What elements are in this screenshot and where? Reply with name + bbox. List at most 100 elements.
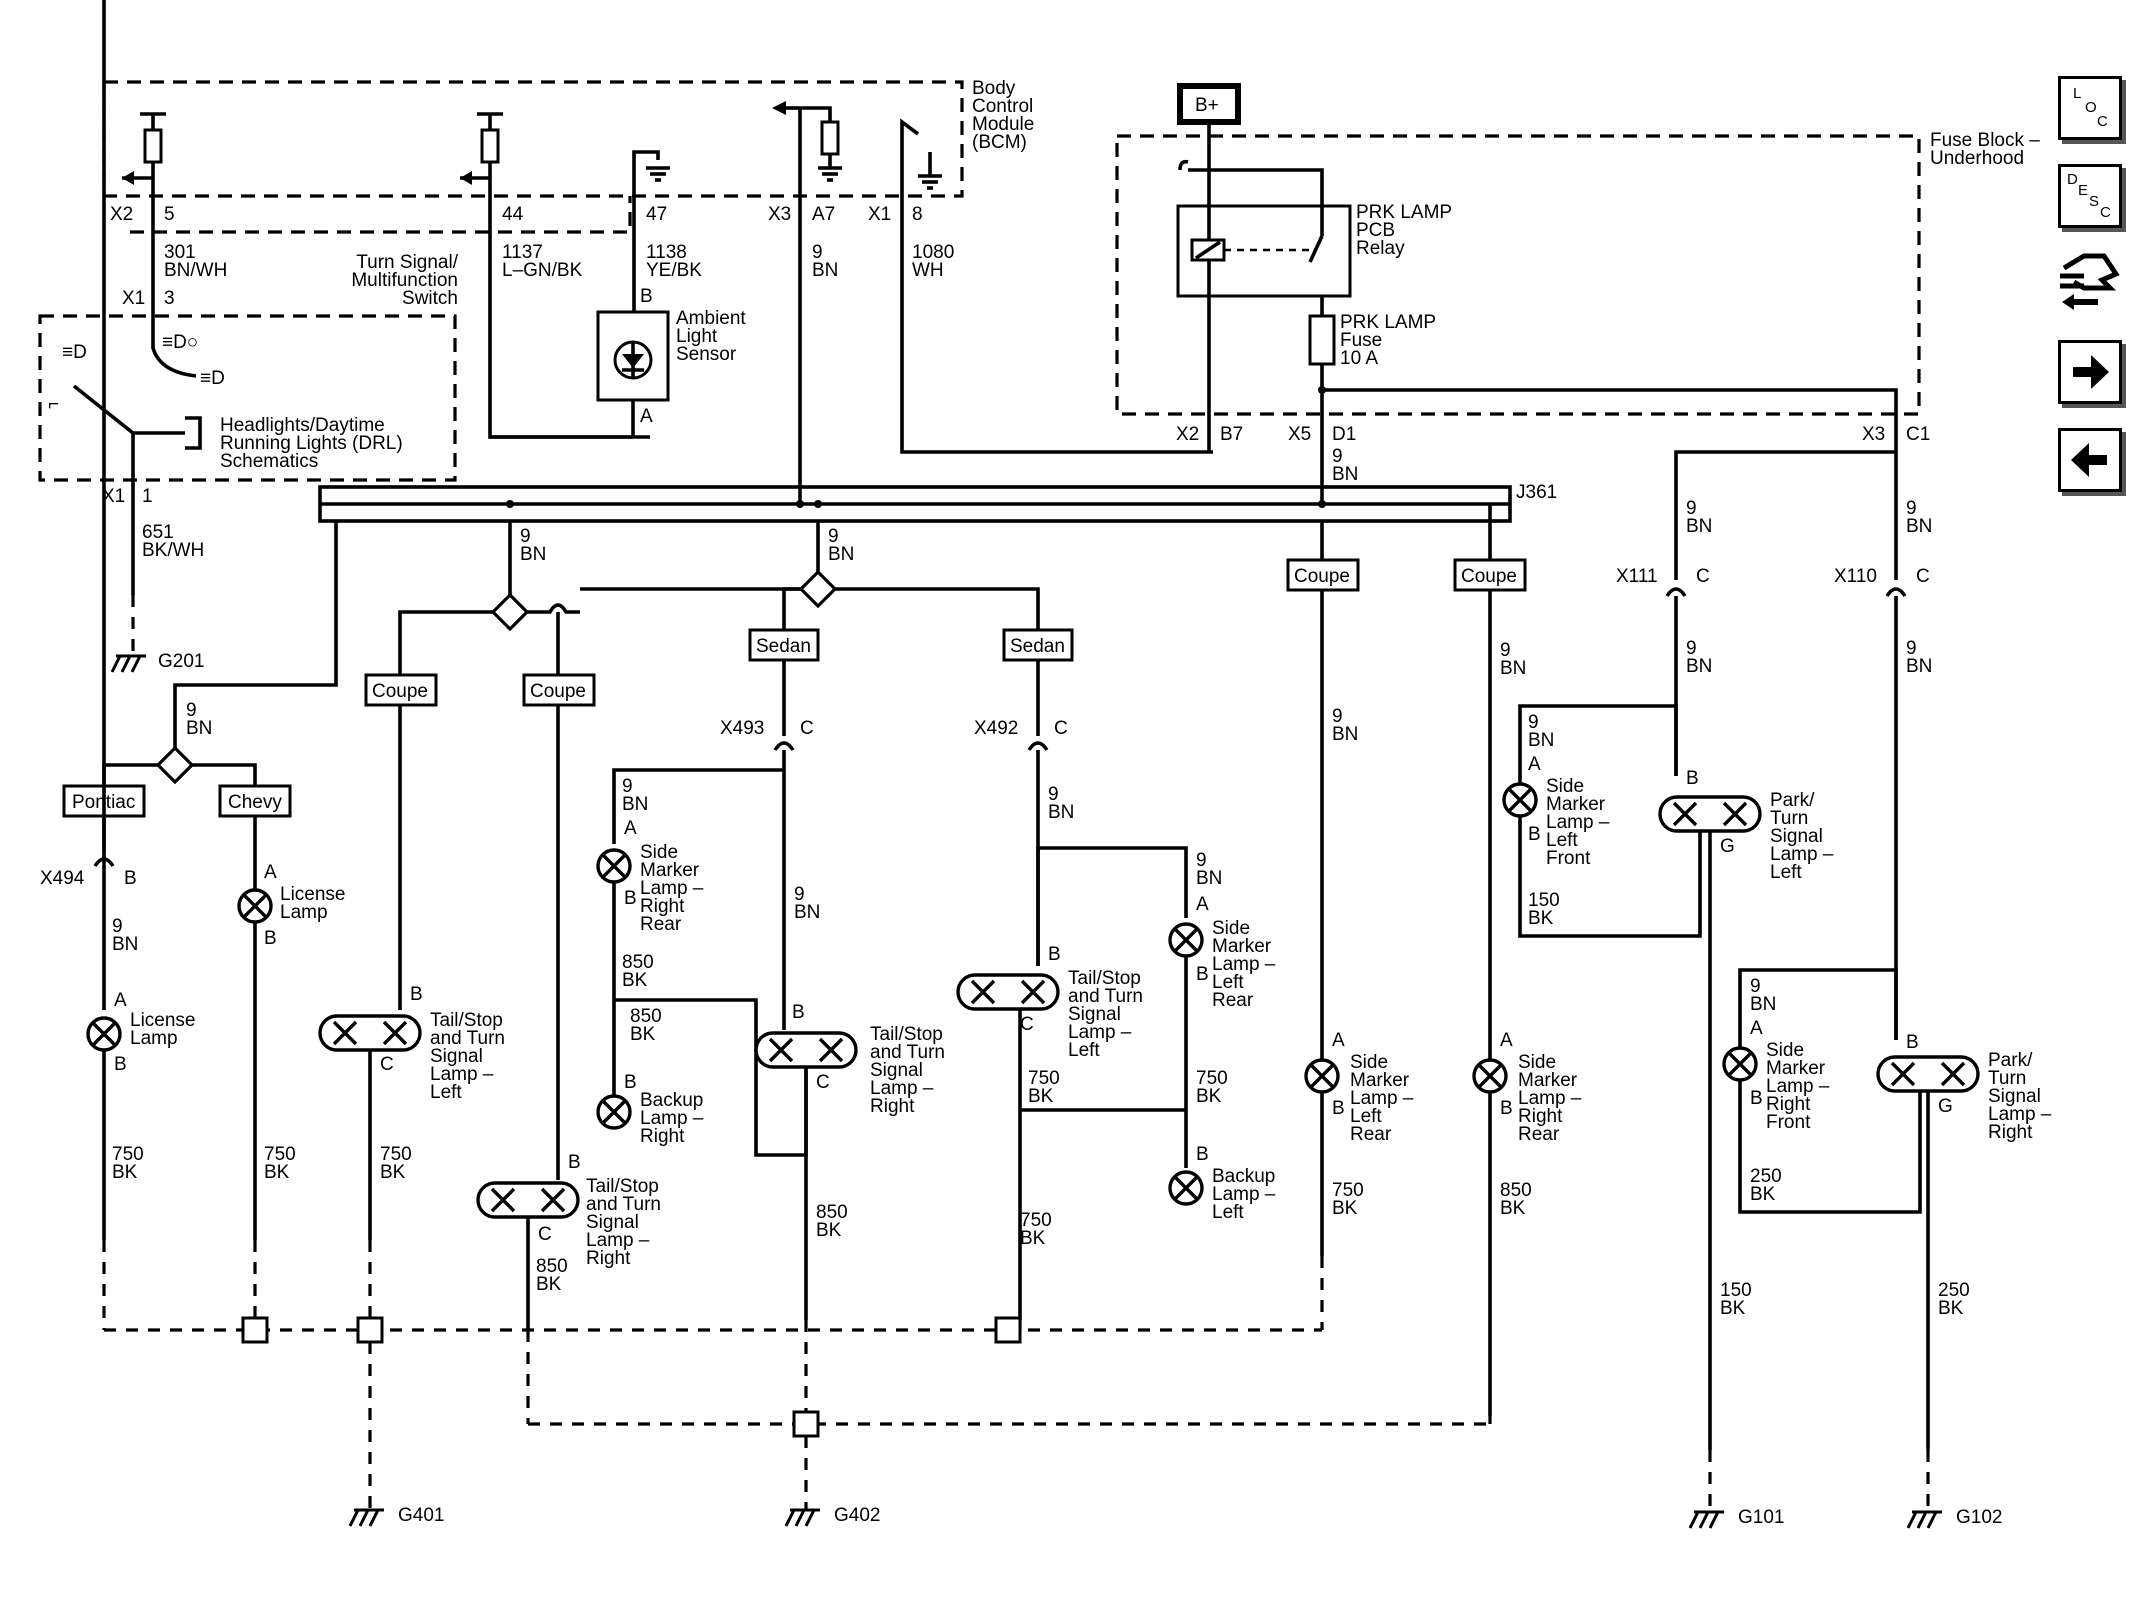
park-r-label-5: Right: [1988, 1122, 2033, 1143]
sedan-tail-right-gnd-1: 850: [816, 1202, 848, 1223]
conn-x494: X494: [40, 868, 85, 889]
park-l-label-3: Signal: [1770, 826, 1823, 847]
bcm-pin-47: 47: [646, 204, 667, 225]
sm-lf-label-1: Side: [1546, 776, 1584, 797]
conn-x492-pin: C: [1054, 718, 1068, 739]
coupe-sm-lr-pin-b: B: [1332, 1098, 1345, 1119]
desc-c: C: [2100, 204, 2111, 221]
coupe-sm-rr-gnd-2: BK: [1500, 1198, 1526, 1219]
fuse-conn-x2: X2: [1176, 424, 1199, 445]
sedan-tail-right-label-1: Tail/Stop: [870, 1024, 943, 1045]
park-l-label-1: Park/: [1770, 790, 1815, 811]
coupe-sm-lr-gnd-1: 750: [1332, 1180, 1364, 1201]
sedan-tail-left-label-2: and Turn: [1068, 986, 1143, 1007]
parklight-icon: ⌐: [48, 394, 59, 415]
sm-rr-gnd-1: 850: [622, 952, 654, 973]
tail-left-label-1: Tail/Stop: [430, 1010, 503, 1031]
turn-switch-outline: [130, 196, 632, 234]
park-r-pin-g: G: [1938, 1096, 1953, 1117]
sm-rf-gnd-1: 250: [1750, 1166, 1782, 1187]
connector-view-button[interactable]: [2054, 246, 2126, 318]
loc-button[interactable]: L O C: [2058, 76, 2122, 140]
chevy-lamp-label-2: Lamp: [280, 902, 328, 923]
sedan-tail-right-label-4: Lamp –: [870, 1078, 934, 1099]
backup-r-wire-1: 850: [630, 1006, 662, 1027]
wire-1138-color: YE/BK: [646, 260, 702, 281]
bcm-pin-a7: A7: [812, 204, 835, 225]
coupe-sm-lr-gnd-2: BK: [1332, 1198, 1358, 1219]
turn-switch-label-3: Switch: [402, 288, 458, 309]
sm-rr-pin-b: B: [624, 888, 637, 909]
conn-x110-pin: C: [1916, 566, 1930, 587]
sm-lf-label-3: Lamp –: [1546, 812, 1610, 833]
pontiac-lamp-pin-a: A: [114, 990, 127, 1011]
backup-r-label-2: Lamp –: [640, 1108, 704, 1129]
wire-9-color: BN: [812, 260, 838, 281]
switch-conn-x1-bottom: X1: [102, 486, 125, 507]
wire-9bn-f-1: 9: [1048, 784, 1059, 805]
option-coupe-3: Coupe: [1294, 566, 1350, 587]
fuse-conn-x3: X3: [1862, 424, 1885, 445]
tail-left-label-2: and Turn: [430, 1028, 505, 1049]
fuse-block-label-1: Fuse Block –: [1930, 130, 2040, 151]
park-l-gnd-2: BK: [1720, 1298, 1746, 1319]
coupe-sm-rr-label-4: Right: [1518, 1106, 1563, 1127]
bcm-label-4: (BCM): [972, 132, 1027, 153]
wire-9-num: 9: [812, 242, 823, 263]
backup-r-pin-b: B: [624, 1072, 637, 1093]
back-button[interactable]: [2058, 428, 2122, 492]
wire-9bn-i-2: BN: [1686, 516, 1712, 537]
next-button[interactable]: [2058, 340, 2122, 404]
ground-g402: G402: [834, 1505, 880, 1526]
sm-lf-gnd-1: 150: [1528, 890, 1560, 911]
wire-1137-num: 1137: [502, 242, 543, 263]
wire-9bn-e-2: BN: [794, 902, 820, 923]
sedan-tail-left-gnd-4: BK: [1020, 1228, 1046, 1249]
conn-x493-pin: C: [800, 718, 814, 739]
coupe-tail-right-label-4: Lamp –: [586, 1230, 650, 1251]
coupe-sm-rr-pin-b: B: [1500, 1098, 1513, 1119]
sm-rf-label-4: Right: [1766, 1094, 1811, 1115]
option-coupe-4-box: [1453, 558, 1527, 592]
sm-rr-label-3: Lamp –: [640, 878, 704, 899]
sm-rf-pin-a: A: [1750, 1018, 1763, 1039]
desc-d: D: [2067, 171, 2078, 188]
fuse-conn-x5: X5: [1288, 424, 1311, 445]
wire-9bn-d-1: 9: [828, 526, 839, 547]
sm-lr-wire-9: 9: [1196, 850, 1207, 871]
chevy-lamp-pin-b: B: [264, 928, 277, 949]
backup-r-wire-2: BK: [630, 1024, 656, 1045]
wire-9bn-a-2: BN: [186, 718, 212, 739]
desc-button[interactable]: D E S C: [2058, 164, 2122, 228]
coupe-sm-lr-label-2: Marker: [1350, 1070, 1410, 1091]
pontiac-gnd-wire-1: 750: [112, 1144, 144, 1165]
option-coupe-1: Coupe: [372, 681, 428, 702]
splice-j361: J361: [1516, 482, 1557, 503]
ground-g102: G102: [1956, 1507, 2002, 1528]
coupe-tail-left-gnd-1: 750: [380, 1144, 412, 1165]
ambient-pin-a: A: [640, 406, 653, 427]
coupe-tail-right-label-1: Tail/Stop: [586, 1176, 659, 1197]
coupe-tail-right-pin-c: C: [538, 1224, 552, 1245]
conn-x111: X111: [1616, 566, 1658, 587]
sm-lf-pin-a: A: [1528, 754, 1541, 775]
park-r-label-4: Lamp –: [1988, 1104, 2052, 1125]
sm-lr-label-1: Side: [1212, 918, 1250, 939]
sm-rr-label-2: Marker: [640, 860, 700, 881]
relay-label-2: PCB: [1356, 220, 1395, 241]
wire-9bn-b-1: 9: [112, 916, 123, 937]
battery-label: B+: [1195, 95, 1219, 116]
coupe-sm-lr-pin-a: A: [1332, 1030, 1345, 1051]
sedan-tail-left-pin-c: C: [1020, 1014, 1034, 1035]
fuse-block-label-2: Underhood: [1930, 148, 2024, 169]
wire-9bn-h-2: BN: [1500, 658, 1526, 679]
wire-9bn-k-2: BN: [1686, 656, 1712, 677]
ground-g101: G101: [1738, 1507, 1784, 1528]
wire-1137-color: L–GN/BK: [502, 260, 583, 281]
sm-lr-label-3: Lamp –: [1212, 954, 1276, 975]
headlight-icon-right: ≡D: [200, 368, 225, 389]
right-arrow-icon: [2073, 355, 2109, 389]
park-r-gnd-2: BK: [1938, 1298, 1964, 1319]
conn-x111-pin: C: [1696, 566, 1710, 587]
chevy-lamp-label-1: License: [280, 884, 346, 905]
